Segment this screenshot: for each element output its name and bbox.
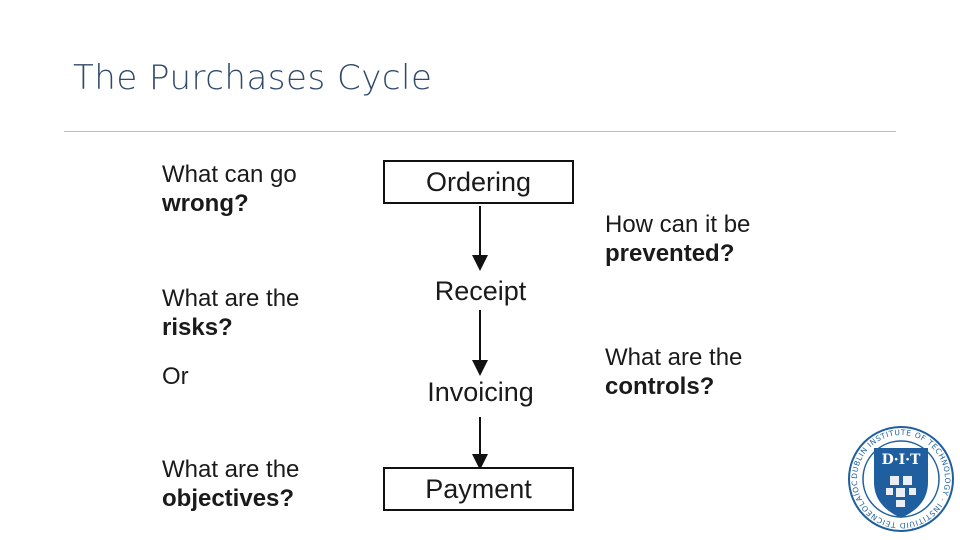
step-label: Payment — [425, 473, 532, 504]
step-ordering: Ordering — [383, 160, 574, 204]
step-payment: Payment — [383, 467, 574, 511]
question-line: Or — [162, 363, 189, 390]
step-label: Receipt — [434, 276, 527, 306]
dit-logo: DUBLIN INSTITUTE OF TECHNOLOGY · INSTITI… — [846, 424, 954, 532]
question-emphasis: prevented? — [605, 240, 735, 267]
question-what-are-the-controls: What are the controls? — [605, 343, 742, 401]
question-what-are-the-risks: What are the risks? — [162, 284, 299, 342]
question-line: What are the — [605, 344, 743, 371]
step-receipt: Receipt — [385, 276, 576, 307]
question-emphasis: objectives? — [162, 485, 295, 512]
question-line: How can it be — [605, 211, 751, 238]
question-emphasis: controls? — [605, 373, 715, 400]
step-invoicing: Invoicing — [385, 377, 576, 408]
question-emphasis: risks? — [162, 314, 233, 341]
step-label: Invoicing — [427, 377, 534, 407]
shield-icon — [874, 448, 928, 518]
question-line: What can go — [162, 161, 297, 188]
question-line: What are the — [162, 456, 300, 483]
page-title: The Purchases Cycle — [73, 58, 433, 98]
title-divider — [64, 131, 896, 132]
logo-letters: D·I·T — [882, 452, 921, 468]
question-what-are-the-objectives: What are the objectives? — [162, 455, 299, 513]
question-what-can-go-wrong: What can go wrong? — [162, 160, 297, 218]
question-emphasis: wrong? — [162, 190, 249, 217]
question-how-can-it-be-prevented: How can it be prevented? — [605, 210, 750, 268]
step-label: Ordering — [425, 166, 532, 197]
question-line: What are the — [162, 285, 300, 312]
question-or: Or — [162, 362, 189, 391]
